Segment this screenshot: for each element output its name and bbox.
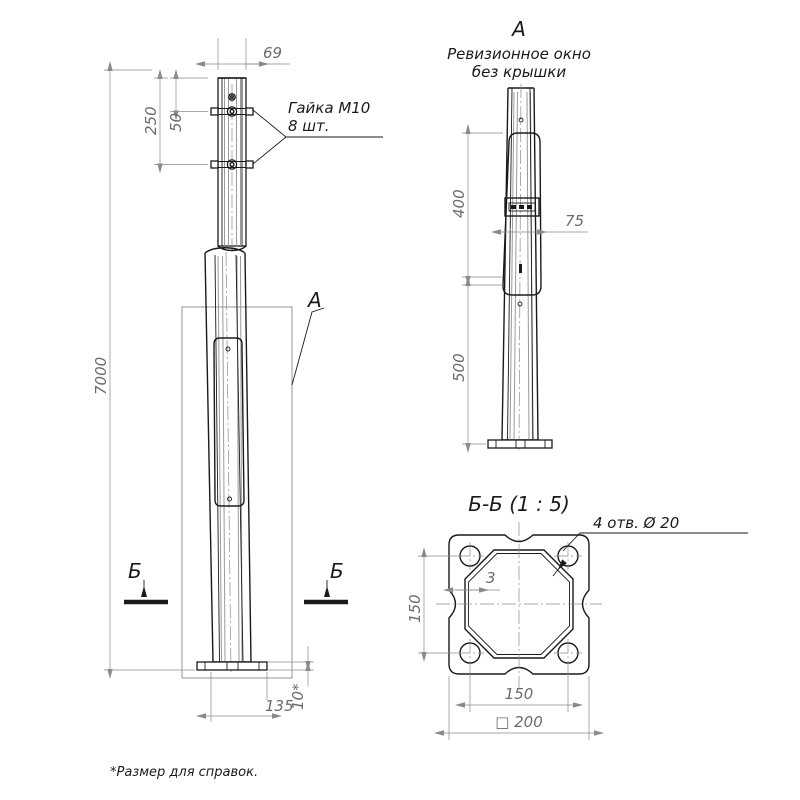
detail-a-subtitle-line1: Ревизионное окно	[447, 45, 591, 63]
detail-a-subtitle-line2: без крышки	[472, 63, 566, 81]
pole-upper-segment	[217, 77, 247, 252]
section-bb-view: Б-Б (1 : 5)	[406, 492, 748, 740]
dim-top-width-69: 69	[195, 38, 290, 70]
bolt-hole-top-left	[456, 542, 484, 570]
main-elevation-view: Гайка М10 8 шт.	[92, 38, 383, 722]
dim-label-69: 69	[263, 44, 282, 62]
dim-label-400: 400	[450, 189, 468, 218]
dim-nut-spacing-250: 250	[142, 69, 208, 174]
dim-label-75: 75	[565, 212, 584, 230]
dim-label-7000: 7000	[92, 357, 110, 395]
dim-wall-thickness-3: 3	[443, 569, 500, 593]
nut-note-line1: Гайка М10	[288, 99, 370, 117]
octagon-pole-section	[464, 549, 574, 659]
dim-label-135: 135	[265, 697, 294, 715]
base-plate-outline	[448, 534, 590, 675]
detail-a-inspection-window	[502, 117, 542, 307]
detail-a-title: А	[510, 17, 526, 41]
dim-bolt-spacing-vertical-150: 150	[406, 547, 456, 662]
dim-label-50: 50	[167, 113, 185, 132]
dim-label-250: 250	[142, 106, 160, 135]
detail-a-base-plate	[487, 439, 553, 449]
nut-assembly-upper	[210, 93, 254, 117]
holes-note-label: 4 отв. Ø 20	[593, 514, 679, 532]
detail-mark-a: А	[306, 288, 322, 312]
holes-note-leader	[552, 532, 748, 577]
dim-base-square-200: □ 200	[434, 676, 604, 740]
dim-window-400: 400	[450, 124, 503, 286]
dim-total-height-7000: 7000	[92, 61, 195, 679]
nut-note-leader	[252, 109, 383, 165]
section-mark-left-label: Б	[128, 559, 142, 583]
dim-plate-thickness-10: 10*	[267, 646, 314, 710]
dim-label-150-vertical: 150	[406, 594, 424, 623]
footnote-text: *Размер для справок.	[110, 765, 258, 780]
dim-label-200: □ 200	[495, 713, 543, 731]
base-plate-elevation	[196, 661, 268, 671]
section-mark-right-label: Б	[330, 559, 344, 583]
dim-base-500: 500	[450, 276, 503, 453]
dim-label-150-horizontal: 150	[505, 685, 534, 703]
dim-base-width-135: 135	[196, 672, 294, 722]
section-marker-right: Б	[304, 559, 348, 605]
bolt-hole-bottom-left	[456, 639, 484, 667]
dim-window-width-75: 75	[491, 212, 588, 235]
dim-label-3: 3	[486, 569, 496, 587]
dim-bolt-spacing-horizontal-150: 150	[455, 667, 583, 712]
section-marker-left: Б	[124, 559, 168, 605]
dim-label-10: 10*	[289, 683, 307, 710]
pole-lower-segment	[204, 247, 252, 673]
detail-a-view: А Ревизионное окно без крышки	[447, 17, 591, 453]
nut-note-line2: 8 шт.	[288, 117, 330, 135]
nut-assembly-lower	[210, 159, 254, 170]
dim-label-500: 500	[450, 353, 468, 382]
section-bb-title: Б-Б (1 : 5)	[468, 492, 570, 516]
dim-nut-spacing-50: 50	[167, 69, 208, 132]
inspection-window-outline	[213, 337, 245, 507]
detail-a-leader	[291, 307, 325, 386]
bolt-hole-bottom-right	[554, 639, 582, 667]
